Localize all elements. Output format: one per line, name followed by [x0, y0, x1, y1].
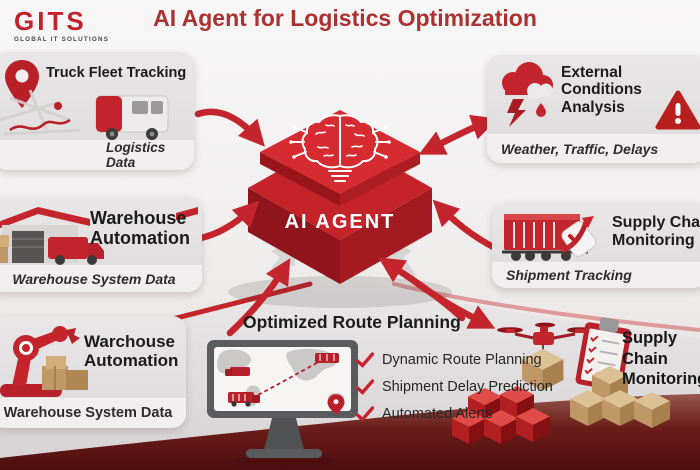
- checklist-item-label: Dynamic Route Planning: [382, 351, 542, 368]
- map-pin-small-icon: [327, 394, 345, 415]
- checklist-item-label: Shipment Delay Prediction: [382, 378, 553, 395]
- arrow-agent-external-duplex: [418, 114, 498, 155]
- monitor-map-icon: [207, 340, 358, 467]
- arrow-routeplan-to-agent: [226, 258, 291, 337]
- card-subtitle-external: Weather, Traffic, Delays: [501, 140, 659, 157]
- ai-agent-label: AI AGENT: [285, 211, 396, 233]
- supply-chain-bottom-label: Supply Chain Monitoring: [622, 329, 700, 389]
- map-truck-icon-2: [315, 353, 339, 363]
- card-title-warchouse-bottom: Warchouse Automation: [84, 332, 179, 371]
- checklist-item: Automated Alerts: [356, 400, 553, 427]
- card-title-warehouse-mid: Warehouse Automation: [90, 208, 190, 249]
- card-warehouse-automation: Warehouse Automation Warehouse System Da…: [0, 197, 202, 292]
- container-truck-icon: [502, 214, 597, 261]
- card-truck-fleet-tracking: Truck Fleet Tracking Logistics Data: [0, 52, 194, 170]
- card-supply-chain-mid: Supply Chain Monitoring Shipment Trackin…: [492, 203, 700, 288]
- map-truck-icon: [228, 392, 260, 407]
- map-pin-icon: [5, 60, 39, 108]
- page-title: AI Agent for Logistics Optimization: [153, 5, 537, 31]
- arrow-truck-to-agent: [194, 108, 265, 147]
- optimized-route-heading: Optimized Route Planning: [243, 312, 461, 332]
- map-truck-icon-3: [225, 367, 250, 376]
- robot-arm-icon: [0, 326, 88, 397]
- van-body: [95, 95, 169, 140]
- arrow-agent-to-drone: [410, 277, 496, 329]
- card-subtitle-supply-mid: Shipment Tracking: [506, 267, 632, 283]
- card-title-supply-mid: Supply Chain Monitoring: [612, 214, 700, 249]
- logo: GITS GLOBAL IT SOLUTIONS: [14, 8, 109, 43]
- storm-cloud-icon: [502, 62, 553, 127]
- checkmark-icon: [356, 351, 374, 368]
- checkmark-icon: [356, 378, 374, 395]
- card-title-truck-fleet: Truck Fleet Tracking: [46, 65, 187, 81]
- brain-circuit-icon: [289, 114, 391, 182]
- checkmark-icon: [356, 405, 374, 422]
- card-subtitle-warehouse-mid: Warehouse System Data: [12, 270, 176, 287]
- route-checklist: Dynamic Route Planning Shipment Delay Pr…: [356, 346, 553, 427]
- delivery-van-icon: [0, 90, 169, 140]
- card-subtitle-warchouse-bottom: Warehouse System Data: [3, 405, 173, 421]
- checklist-item-label: Automated Alerts: [382, 405, 493, 422]
- checklist-item: Dynamic Route Planning: [356, 346, 553, 373]
- warning-triangle-icon: [655, 90, 700, 130]
- warehouse-truck: [48, 237, 104, 265]
- ai-agent-diamond: AI AGENT: [248, 110, 432, 284]
- card-warchouse-automation: Warchouse Automation Warehouse System Da…: [0, 316, 186, 428]
- card-title-external: External Conditions Analysis: [561, 64, 642, 116]
- logo-tagline: GLOBAL IT SOLUTIONS: [14, 36, 110, 43]
- checklist-item: Shipment Delay Prediction: [356, 373, 553, 400]
- card-external-conditions: External Conditions Analysis Weather, Tr…: [487, 55, 700, 163]
- card-subtitle-truck-fleet: Logistics Data: [106, 140, 166, 170]
- warehouse-icon: [0, 207, 198, 265]
- logo-name: GITS: [14, 6, 87, 36]
